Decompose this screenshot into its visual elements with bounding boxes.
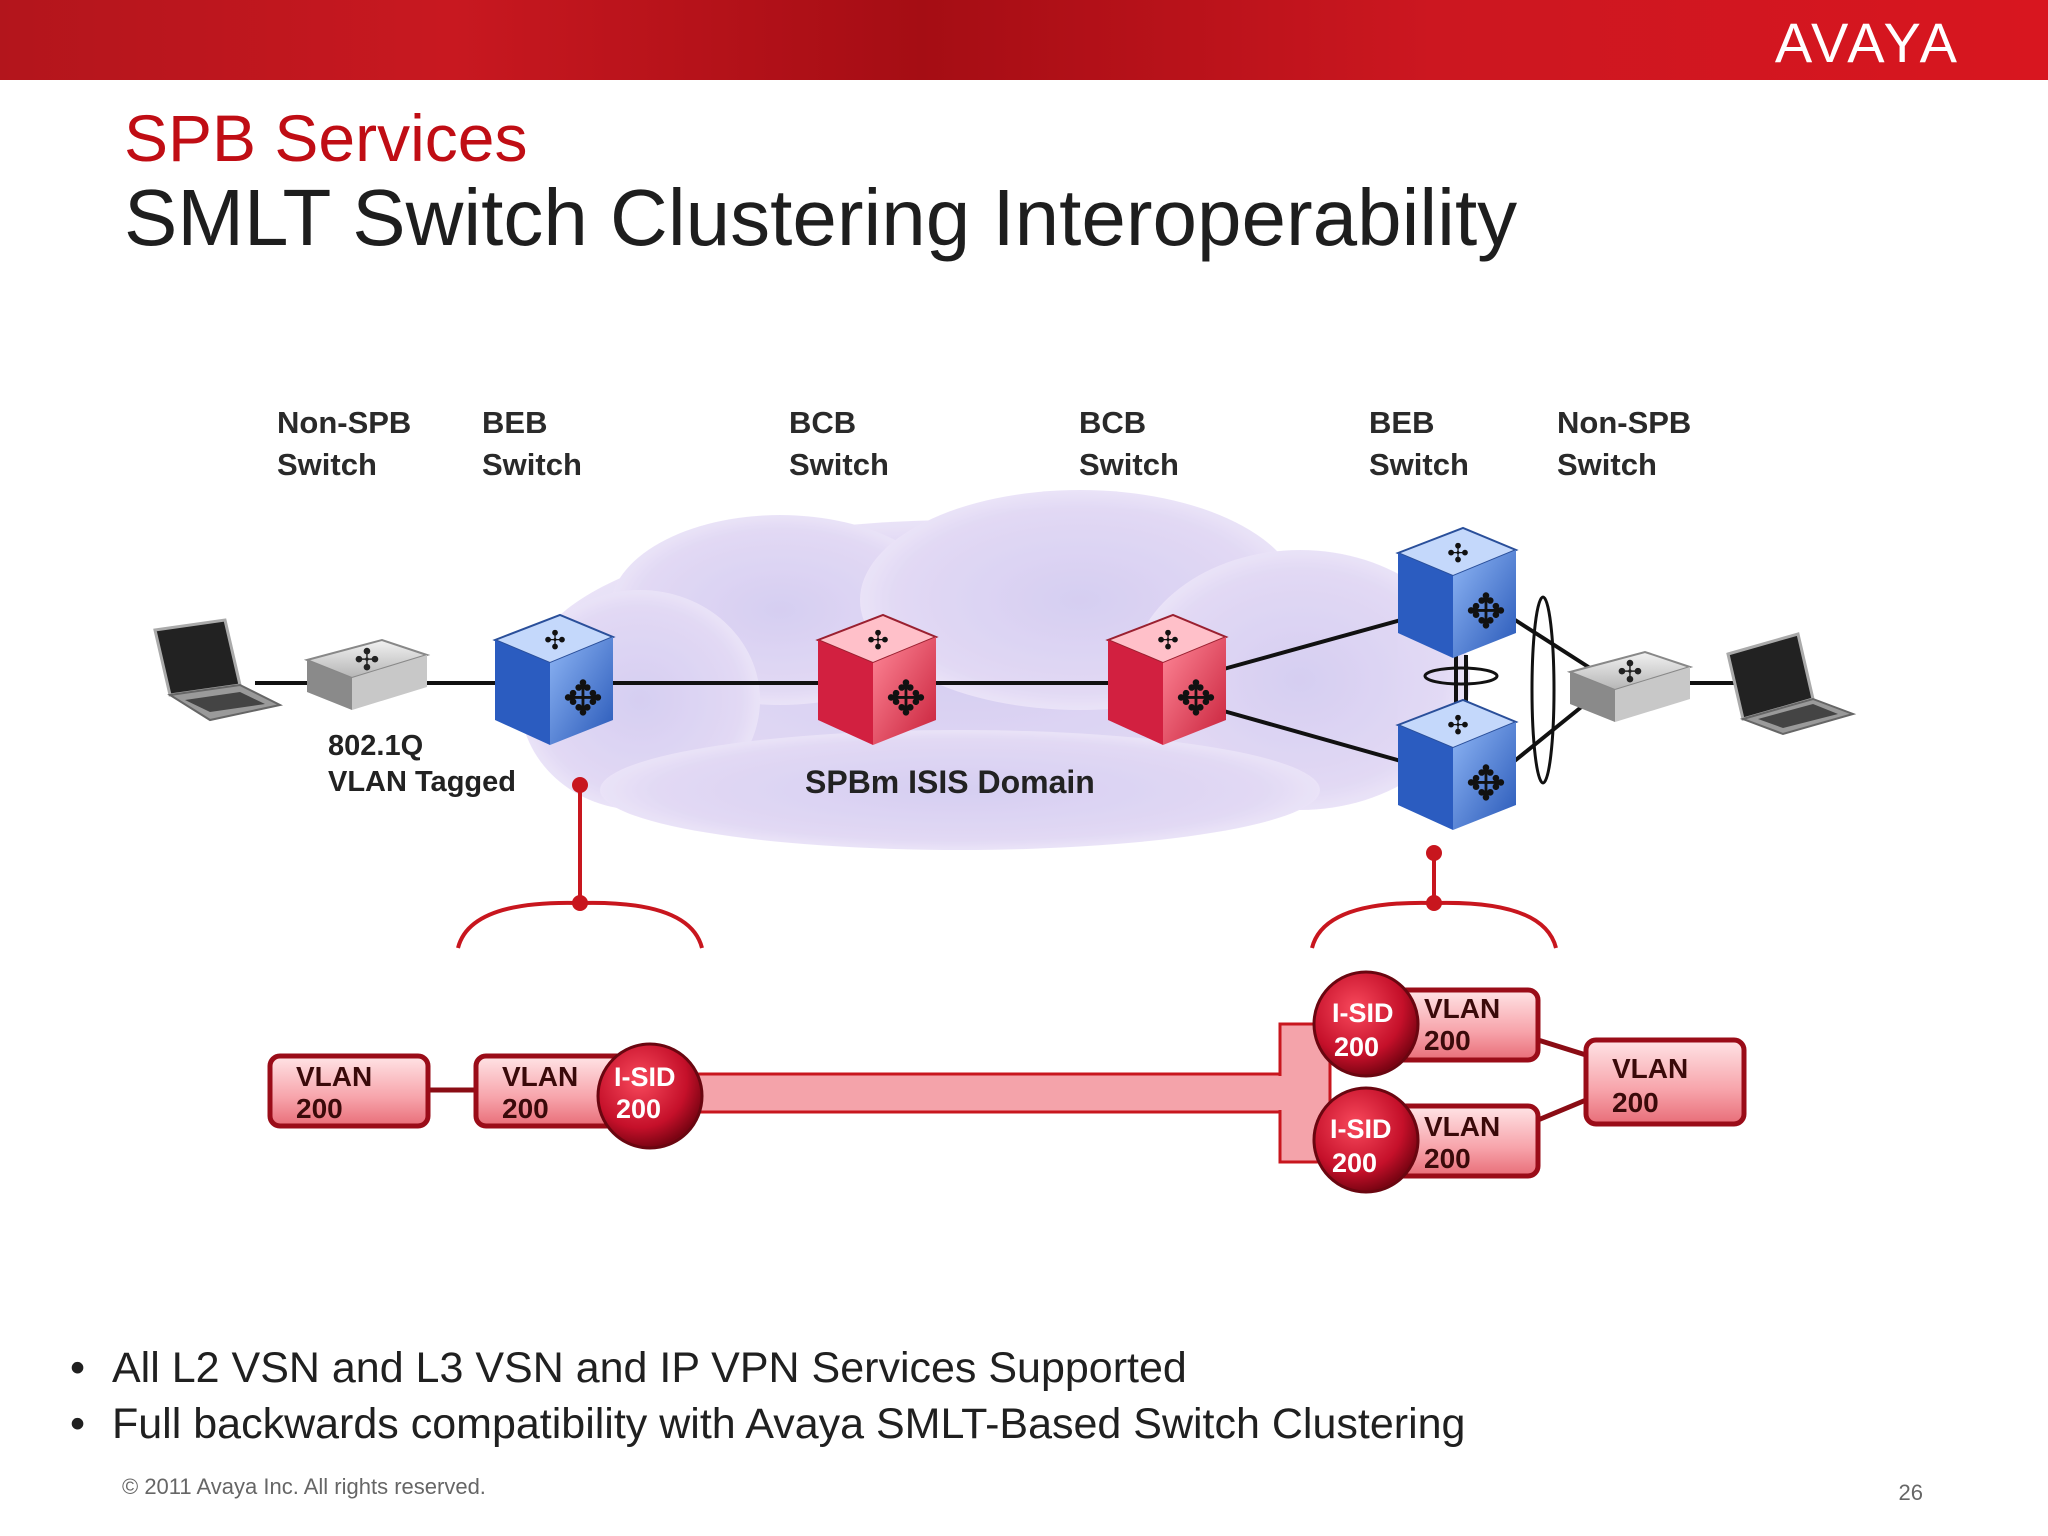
isid-id: 200 <box>616 1094 661 1124</box>
column-header-line: Switch <box>482 447 582 482</box>
vlan-id: 200 <box>1424 1025 1471 1056</box>
vlan-id: 200 <box>1424 1143 1471 1174</box>
isid-label: I-SID <box>1332 998 1394 1028</box>
isid-circle-right-top: I-SID 200 <box>1312 970 1420 1078</box>
bullet-text: All L2 VSN and L3 VSN and IP VPN Service… <box>112 1344 1187 1392</box>
vlan-label: VLAN <box>1424 993 1500 1024</box>
vlan-id: 200 <box>502 1093 549 1124</box>
svg-text:✥: ✥ <box>886 671 926 727</box>
svg-text:✣: ✣ <box>1447 539 1469 569</box>
column-header-bcb-right: BCB Switch <box>1079 402 1179 486</box>
column-header-non-spb-left: Non-SPB Switch <box>277 402 411 486</box>
svg-text:✣: ✣ <box>1157 626 1179 656</box>
svg-text:✣: ✣ <box>1617 655 1642 690</box>
avaya-logo: AVAYA <box>1774 11 1960 74</box>
column-header-line: BCB <box>1079 405 1147 440</box>
svg-text:✣: ✣ <box>354 643 379 678</box>
vlan-label: VLAN <box>1612 1053 1688 1084</box>
column-header-line: Switch <box>277 447 377 482</box>
beb-switch-icon-right-bottom: ✣ ✥ <box>1395 698 1519 830</box>
isid-circle-right-bottom: I-SID 200 <box>1312 1086 1420 1194</box>
column-header-line: BEB <box>1369 405 1435 440</box>
bullet-list: •All L2 VSN and L3 VSN and IP VPN Servic… <box>70 1340 1465 1452</box>
isid-id: 200 <box>1334 1032 1379 1062</box>
non-spb-switch-icon-right: ✣ <box>1566 650 1694 722</box>
svg-text:✥: ✥ <box>1466 584 1506 640</box>
column-header-bcb-left: BCB Switch <box>789 402 889 486</box>
bullet-item: •Full backwards compatibility with Avaya… <box>70 1400 1466 1448</box>
tagged-label: 802.1Q VLAN Tagged <box>328 728 516 800</box>
spbm-cloud <box>520 490 1470 850</box>
bullet-text: Full backwards compatibility with Avaya … <box>112 1400 1466 1448</box>
domain-label: SPBm ISIS Domain <box>805 764 1095 800</box>
isid-id: 200 <box>1332 1148 1377 1178</box>
tagged-label-line: 802.1Q <box>328 730 424 762</box>
smlt-link-ring <box>1530 595 1556 785</box>
vlan-box-far-right: VLAN 200 <box>1583 1037 1747 1127</box>
bcb-switch-icon-right: ✣ ✥ <box>1105 613 1229 745</box>
ist-link-ring <box>1423 666 1499 686</box>
callout-dot <box>1426 845 1442 861</box>
copyright: © 2011 Avaya Inc. All rights reserved. <box>122 1474 486 1499</box>
callout-dot <box>1426 895 1442 911</box>
svg-text:✣: ✣ <box>867 626 889 656</box>
laptop-icon-right <box>1726 632 1857 736</box>
column-header-beb-left: BEB Switch <box>482 402 582 486</box>
column-header-beb-right: BEB Switch <box>1369 402 1469 486</box>
vlan-box-left-outer: VLAN 200 <box>267 1053 431 1129</box>
column-header-non-spb-right: Non-SPB Switch <box>1557 402 1691 486</box>
svg-text:✥: ✥ <box>1176 671 1216 727</box>
page-number: 26 <box>1898 1480 1923 1505</box>
column-header-line: BEB <box>482 405 548 440</box>
column-header-line: Non-SPB <box>1557 405 1692 440</box>
vlan-label: VLAN <box>296 1061 372 1092</box>
vlan-id: 200 <box>296 1093 343 1124</box>
vlan-links <box>428 1037 1587 1123</box>
isid-label: I-SID <box>1330 1114 1392 1144</box>
svg-text:✥: ✥ <box>563 671 603 727</box>
svg-text:✣: ✣ <box>1447 711 1469 741</box>
column-header-line: Switch <box>1079 447 1179 482</box>
vlan-label: VLAN <box>1424 1111 1500 1142</box>
isid-label: I-SID <box>614 1062 676 1092</box>
bcb-switch-icon-left: ✣ ✥ <box>815 613 939 745</box>
callout-dot <box>572 777 588 793</box>
column-header-line: BCB <box>789 405 857 440</box>
slide-subtitle: SMLT Switch Clustering Interoperability <box>124 173 1518 262</box>
bullet-item: •All L2 VSN and L3 VSN and IP VPN Servic… <box>70 1344 1187 1392</box>
svg-text:✣: ✣ <box>544 626 566 656</box>
column-header-line: Switch <box>789 447 889 482</box>
laptop-icon-left <box>153 618 283 722</box>
column-header-line: Switch <box>1369 447 1469 482</box>
beb-switch-icon-left: ✣ ✥ <box>492 613 616 745</box>
beb-switch-icon-right-top: ✣ ✥ <box>1395 526 1519 658</box>
column-header-line: Non-SPB <box>277 405 412 440</box>
non-spb-switch-icon-left: ✣ <box>303 638 431 710</box>
service-tunnel <box>688 1022 1332 1164</box>
slide-title: SPB Services <box>124 101 528 175</box>
vlan-box-right-top: VLAN 200 <box>1377 987 1541 1063</box>
column-header-line: Switch <box>1557 447 1657 482</box>
svg-text:✥: ✥ <box>1466 756 1506 812</box>
isid-circle-left: I-SID 200 <box>596 1042 704 1150</box>
callout-dot <box>572 895 588 911</box>
vlan-label: VLAN <box>502 1061 578 1092</box>
top-banner <box>0 0 2048 80</box>
vlan-box-right-bottom: VLAN 200 <box>1377 1103 1541 1179</box>
tagged-label-line: VLAN Tagged <box>328 766 516 798</box>
vlan-id: 200 <box>1612 1087 1659 1118</box>
